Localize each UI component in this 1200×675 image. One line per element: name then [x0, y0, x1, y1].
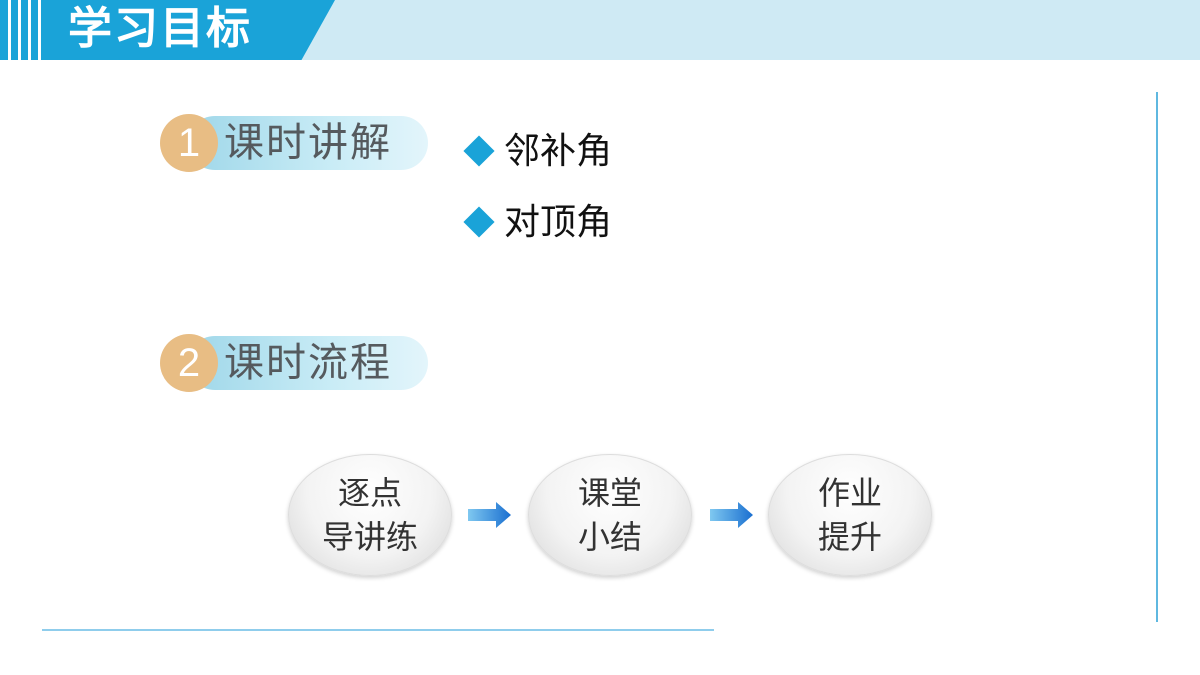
flow-step-homework: 作业 提升 — [768, 454, 932, 576]
flow-step-line: 小结 — [577, 518, 642, 556]
flow-step-line: 逐点 — [337, 474, 402, 512]
flow-step-summary: 课堂 小结 — [528, 454, 692, 576]
bullet-text: 邻补角 — [504, 131, 613, 172]
flow-step-line: 课堂 — [577, 474, 642, 512]
section-lesson-explanation: 1 课时讲解 — [160, 114, 430, 174]
section-pill — [188, 116, 428, 170]
header-stripe — [38, 0, 41, 60]
diamond-icon — [463, 135, 495, 167]
bullet-text: 对顶角 — [504, 202, 613, 243]
flow-step-line: 导讲练 — [321, 518, 418, 556]
section-number-badge: 1 — [160, 114, 218, 172]
right-divider — [1156, 92, 1158, 622]
right-arrow-icon — [710, 502, 753, 528]
section-number-badge: 2 — [160, 334, 218, 392]
header-stripe — [28, 0, 31, 60]
section-label: 课时流程 — [224, 340, 392, 386]
section-pill — [188, 336, 428, 390]
bottom-divider — [42, 629, 714, 631]
header-stripe — [18, 0, 21, 60]
flow-step-line: 作业 — [817, 474, 882, 512]
section-label: 课时讲解 — [224, 120, 392, 166]
section-lesson-process: 2 课时流程 — [160, 334, 430, 394]
right-arrow-icon — [468, 502, 511, 528]
flow-step-practice: 逐点 导讲练 — [288, 454, 452, 576]
title-tab — [0, 0, 335, 60]
flow-step-line: 提升 — [817, 518, 882, 556]
header-stripe — [8, 0, 11, 60]
page-title: 学习目标 — [68, 3, 252, 54]
diamond-icon — [463, 206, 495, 238]
